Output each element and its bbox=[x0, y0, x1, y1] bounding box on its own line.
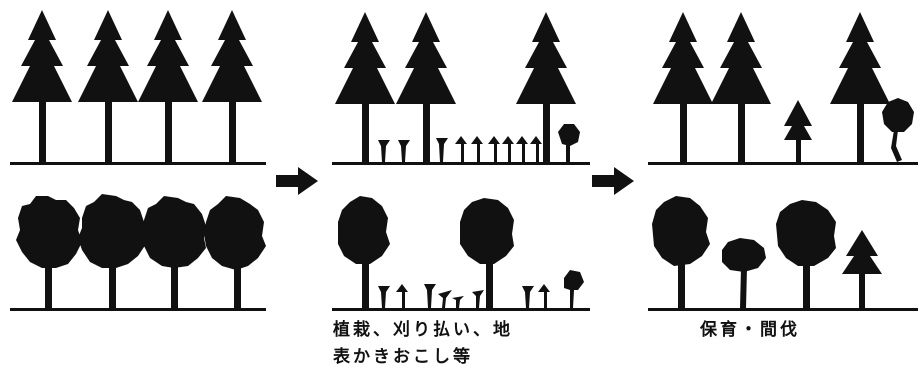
panel-planting bbox=[332, 12, 590, 311]
conifer-tree bbox=[711, 12, 771, 162]
round-sapling bbox=[882, 98, 914, 162]
panel-initial bbox=[10, 10, 266, 311]
panel-tending bbox=[648, 12, 918, 311]
conifer-tree bbox=[653, 12, 713, 162]
conifer-row-initial bbox=[10, 10, 266, 165]
small-tree bbox=[722, 238, 766, 308]
caption-planting-line-1: 植栽、刈り払い、地 bbox=[333, 320, 513, 340]
broadleaf-row-initial bbox=[10, 194, 266, 311]
caption-planting-line-2: 表かきおこし等 bbox=[333, 347, 473, 367]
conifer-tree bbox=[396, 12, 456, 162]
sapling bbox=[558, 124, 580, 162]
conifer-tree bbox=[335, 12, 395, 162]
ground-line bbox=[648, 308, 918, 311]
young-conifer bbox=[784, 100, 812, 162]
caption-tending: 保育・間伐 bbox=[700, 320, 800, 340]
broadleaf-row-planting bbox=[332, 196, 590, 311]
conifer-tree bbox=[78, 10, 138, 162]
conifer-tree bbox=[830, 12, 890, 162]
arrow-right-icon bbox=[592, 167, 634, 195]
broadleaf-tree bbox=[652, 196, 710, 308]
conifer-tree bbox=[12, 10, 72, 162]
seedlings bbox=[378, 270, 584, 308]
ground-line bbox=[648, 162, 918, 165]
ground-line bbox=[10, 162, 266, 165]
conifer-tree bbox=[202, 10, 262, 162]
conifer-row-planting bbox=[332, 12, 590, 165]
broadleaf-tree bbox=[16, 196, 82, 308]
broadleaf-tree bbox=[204, 196, 266, 308]
young-conifer bbox=[842, 230, 882, 308]
conifer-row-tending bbox=[648, 12, 918, 165]
ground-line bbox=[332, 162, 590, 165]
conifer-tree bbox=[138, 10, 198, 162]
broadleaf-tree bbox=[78, 194, 146, 308]
ground-line bbox=[10, 308, 266, 311]
broadleaf-tree bbox=[140, 196, 206, 308]
broadleaf-tree bbox=[776, 200, 836, 308]
broadleaf-row-tending bbox=[648, 196, 918, 311]
arrow-right-icon bbox=[276, 167, 318, 195]
seedlings bbox=[378, 136, 542, 162]
broadleaf-tree bbox=[460, 198, 514, 308]
conifer-tree bbox=[516, 12, 576, 162]
broadleaf-tree bbox=[338, 196, 390, 308]
ground-line bbox=[332, 308, 590, 311]
